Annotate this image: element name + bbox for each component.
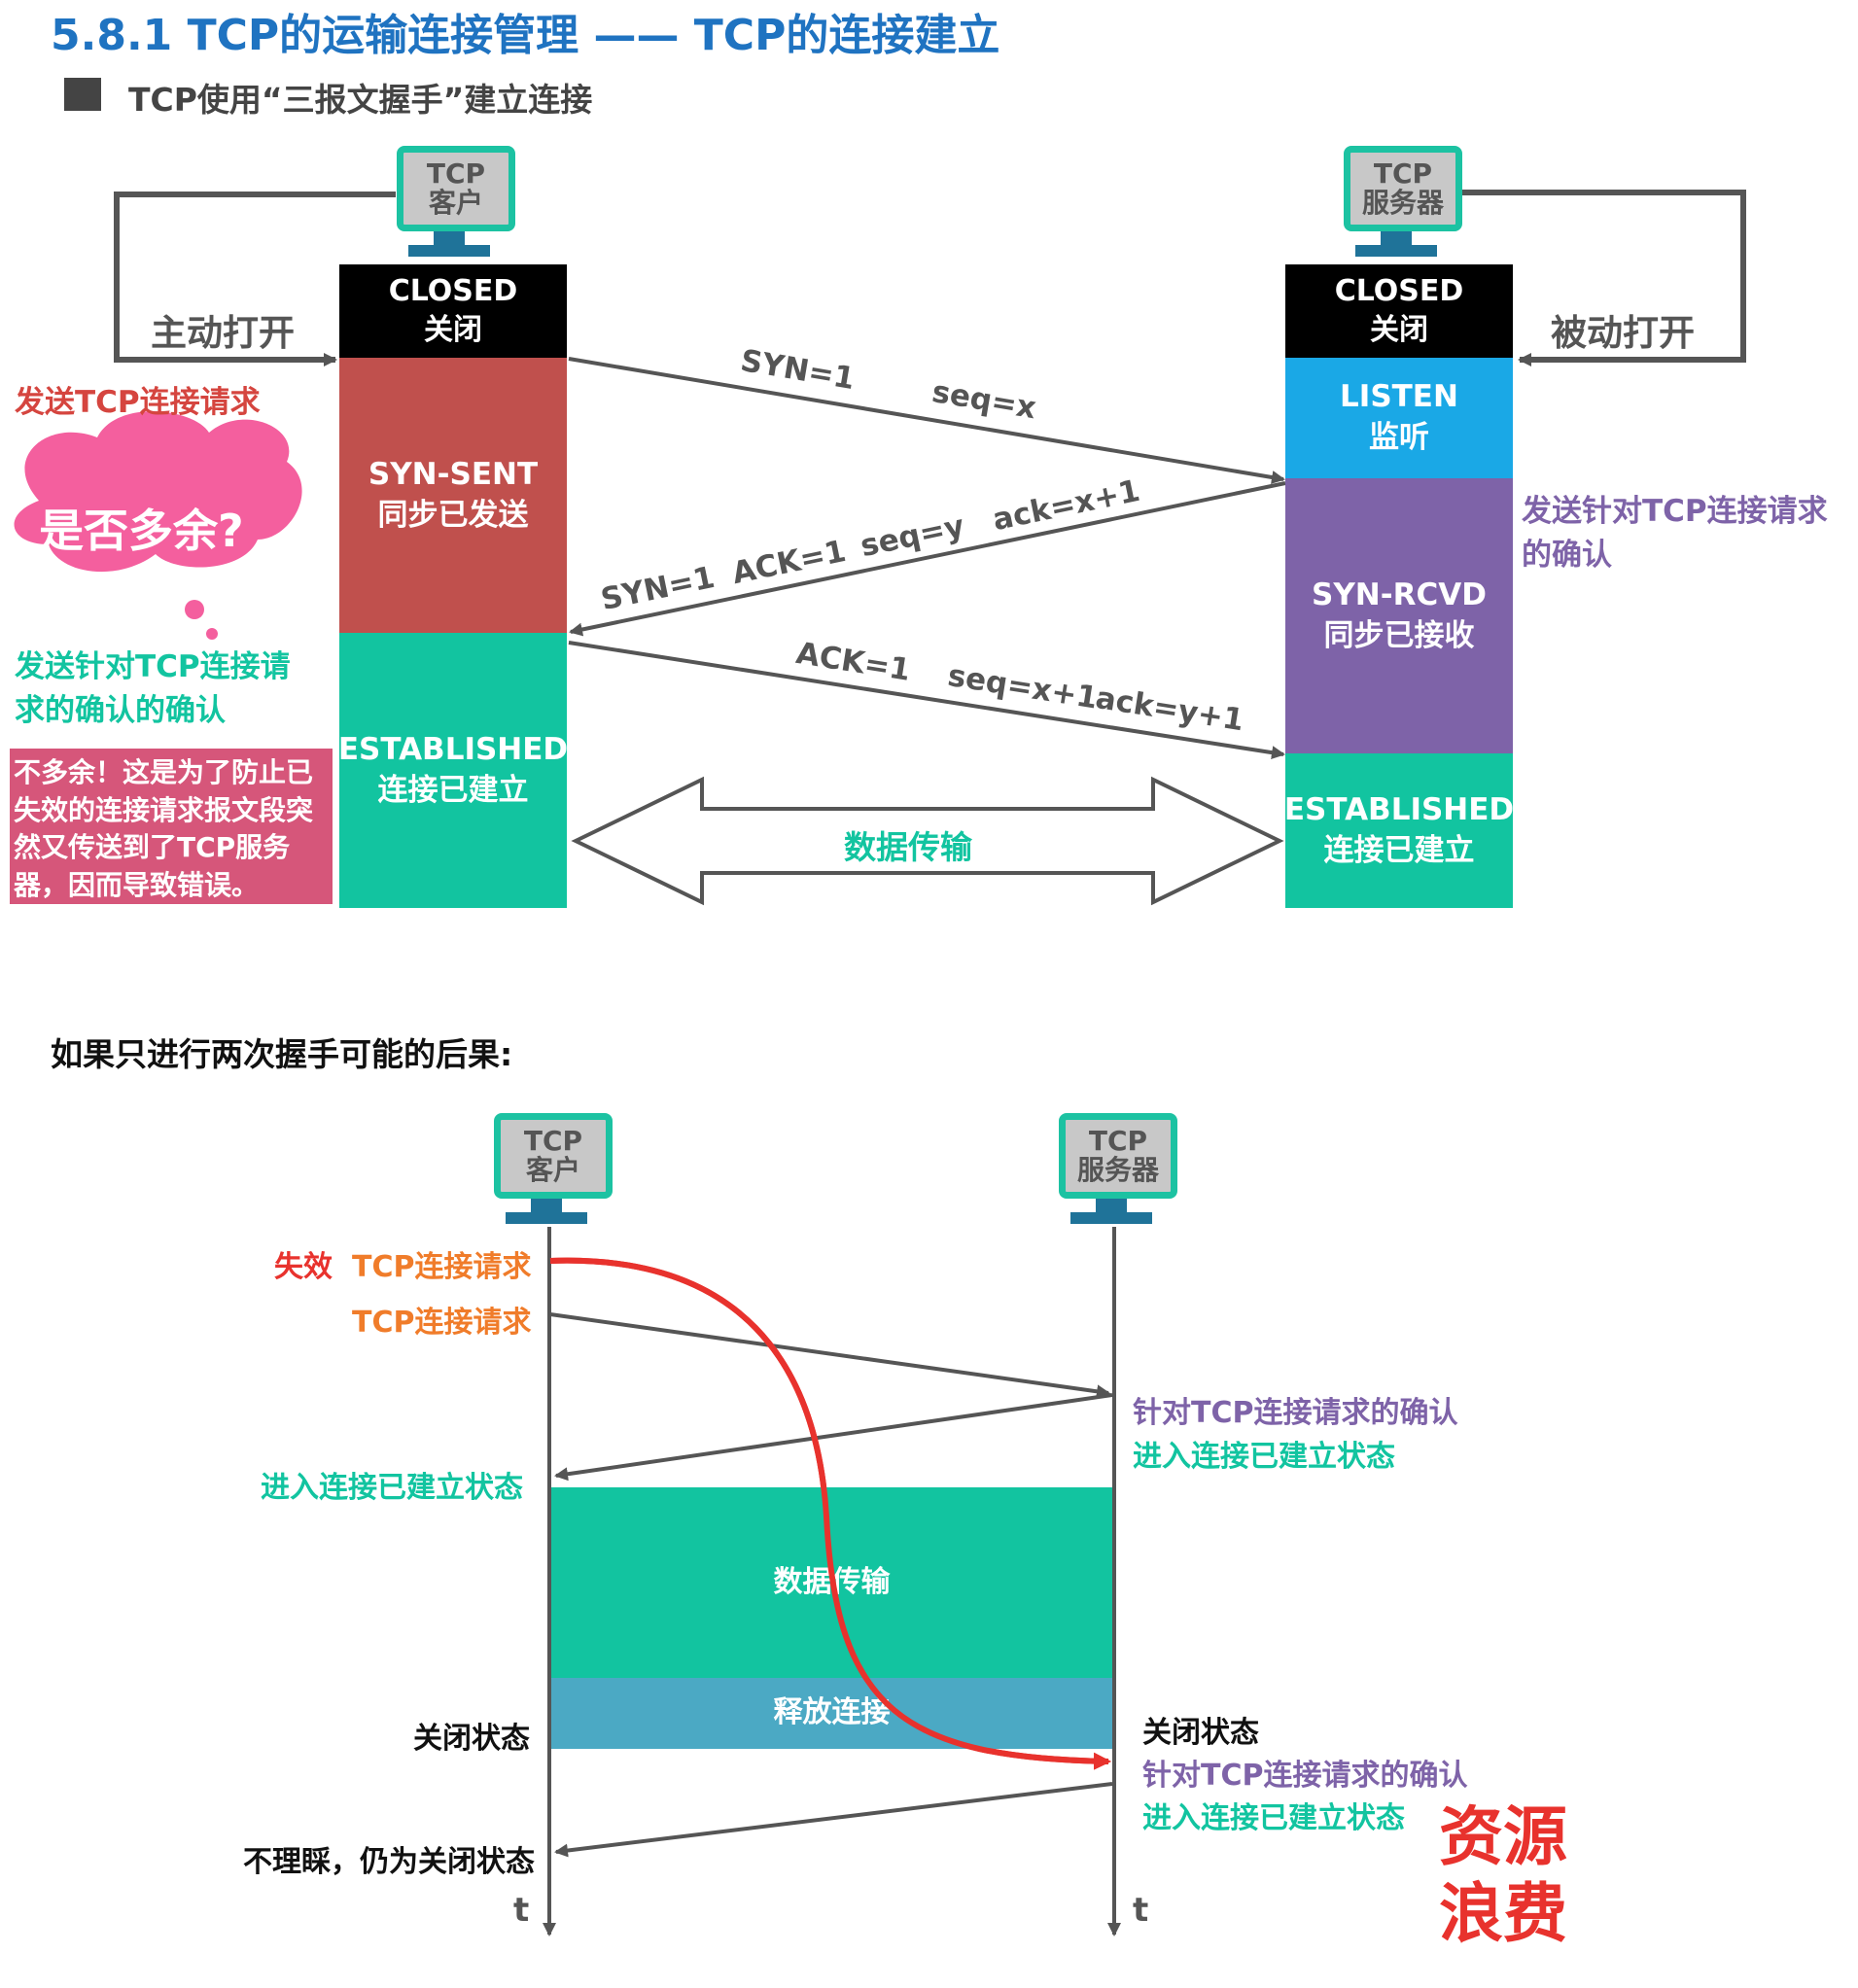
server-est2-label: 进入连接已建立状态 <box>1142 1801 1405 1835</box>
server-ack-label: 针对TCP连接请求的确认 <box>1133 1396 1458 1430</box>
client-state-closed: CLOSED 关闭 <box>339 264 567 358</box>
data-transfer-double-arrow <box>571 776 1284 906</box>
server-terminal-icon: TCP 服务器 <box>1344 146 1462 231</box>
active-open-path <box>114 192 396 366</box>
active-open-label: 主动打开 <box>151 312 295 354</box>
send-request-label: 发送TCP连接请求 <box>15 385 261 420</box>
bottom-server-terminal-base <box>1070 1212 1152 1224</box>
client-state-syn-sent: SYN-SENT 同步已发送 <box>339 358 567 633</box>
note-line: 器，因而导致错误。 <box>14 868 260 901</box>
req1-label: TCP连接请求 <box>352 1250 532 1284</box>
passive-open-label: 被动打开 <box>1551 312 1695 354</box>
server-established-zh: 连接已建立 <box>1323 832 1475 868</box>
server-terminal-base <box>1355 245 1437 257</box>
client-label-line2: 客户 <box>428 187 483 219</box>
bottom-client-terminal-icon: TCP 客户 <box>494 1113 613 1199</box>
bottom-client-label-line2: 客户 <box>525 1154 580 1186</box>
bubble-shape <box>14 411 302 573</box>
client-established-en: ESTABLISHED <box>337 731 569 767</box>
server-state-syn-rcvd: SYN-RCVD 同步已接收 <box>1285 478 1513 753</box>
client-established-zh: 连接已建立 <box>377 772 529 808</box>
msg1-arrow <box>568 357 1285 484</box>
note-line: 不多余！这是为了防止已 <box>14 756 314 788</box>
release-connection-label: 释放连接 <box>773 1695 891 1730</box>
server-ack2-arrow <box>554 1782 1113 1858</box>
bottom-server-terminal-stem <box>1096 1199 1127 1212</box>
server-terminal-stem <box>1381 231 1412 245</box>
send-ack-ack-label-line2: 求的确认的确认 <box>15 693 226 728</box>
bottom-client-terminal-base <box>506 1212 587 1224</box>
server-label-line2: 服务器 <box>1361 187 1444 219</box>
client-syn-sent-en: SYN-SENT <box>368 456 539 492</box>
resource-waste-label: 资源 浪费 <box>1439 1798 1567 1952</box>
msg3-arrow <box>568 641 1285 760</box>
bullet-square-icon <box>64 78 101 111</box>
ignore-label: 不理睬，仍为关闭状态 <box>243 1845 535 1879</box>
passive-open-path <box>1461 190 1746 366</box>
server-listen-en: LISTEN <box>1340 379 1458 415</box>
server-closed-en: CLOSED <box>1334 273 1464 308</box>
client-closed-label: 关闭状态 <box>413 1722 530 1756</box>
resource-waste-line2: 浪费 <box>1439 1876 1567 1952</box>
client-terminal-icon: TCP 客户 <box>397 146 515 231</box>
note-line: 然又传送到了TCP服务 <box>14 831 291 864</box>
client-terminal-stem <box>434 231 465 245</box>
req2-label: TCP连接请求 <box>352 1306 532 1340</box>
server-established-en: ESTABLISHED <box>1283 791 1515 827</box>
server-send-ack-label-line1: 发送针对TCP连接请求 <box>1522 494 1828 529</box>
server-state-listen: LISTEN 监听 <box>1285 358 1513 478</box>
server-closed-zh: 关闭 <box>1370 313 1428 347</box>
server-syn-rcvd-zh: 同步已接收 <box>1323 617 1475 653</box>
invalid-label: 失效 <box>274 1250 333 1284</box>
bottom-server-terminal-icon: TCP 服务器 <box>1059 1113 1177 1199</box>
client-state-established: ESTABLISHED 连接已建立 <box>337 633 569 908</box>
req2-arrow <box>549 1312 1110 1399</box>
client-syn-sent-zh: 同步已发送 <box>377 497 529 533</box>
bottom-heading: 如果只进行两次握手可能的后果: <box>51 1035 513 1073</box>
page-title: 5.8.1 TCP的运输连接管理 —— TCP的连接建立 <box>51 11 1000 60</box>
server-send-ack-label-line2: 的确认 <box>1522 538 1612 573</box>
client-time-label: t <box>513 1891 530 1930</box>
server-closed-label: 关闭状态 <box>1142 1716 1259 1750</box>
page-subtitle: TCP使用“三报文握手”建立连接 <box>128 81 593 119</box>
server-time-label: t <box>1133 1891 1149 1930</box>
server-ack-arrow <box>554 1393 1113 1482</box>
send-ack-ack-label-line1: 发送针对TCP连接请 <box>15 649 291 684</box>
server-est-label: 进入连接已建立状态 <box>1133 1440 1395 1474</box>
msg2-arrow <box>569 481 1286 637</box>
client-est-label: 进入连接已建立状态 <box>261 1471 523 1505</box>
bubble-text: 是否多余? <box>39 505 244 557</box>
server-state-established: ESTABLISHED 连接已建立 <box>1283 753 1515 908</box>
client-closed-zh: 关闭 <box>424 313 482 347</box>
server-ack2-label: 针对TCP连接请求的确认 <box>1142 1759 1468 1793</box>
client-terminal-base <box>408 245 490 257</box>
client-label-line1: TCP <box>426 157 486 190</box>
server-state-closed: CLOSED 关闭 <box>1285 264 1513 358</box>
bottom-client-label-line1: TCP <box>523 1124 583 1157</box>
server-label-line1: TCP <box>1373 157 1433 190</box>
explanation-note: 不多余！这是为了防止已 失效的连接请求报文段突 然又传送到了TCP服务 器，因而… <box>10 749 333 904</box>
bottom-client-terminal-stem <box>531 1199 562 1212</box>
server-listen-zh: 监听 <box>1369 420 1429 455</box>
resource-waste-line1: 资源 <box>1439 1799 1567 1874</box>
server-syn-rcvd-en: SYN-RCVD <box>1312 576 1487 612</box>
top-data-transfer-label: 数据传输 <box>844 828 972 866</box>
bottom-server-label-line2: 服务器 <box>1076 1154 1159 1186</box>
bottom-server-label-line1: TCP <box>1088 1124 1148 1157</box>
note-line: 失效的连接请求报文段突 <box>14 793 314 826</box>
release-connection-block: 释放连接 <box>551 1678 1112 1749</box>
client-closed-en: CLOSED <box>388 273 518 308</box>
